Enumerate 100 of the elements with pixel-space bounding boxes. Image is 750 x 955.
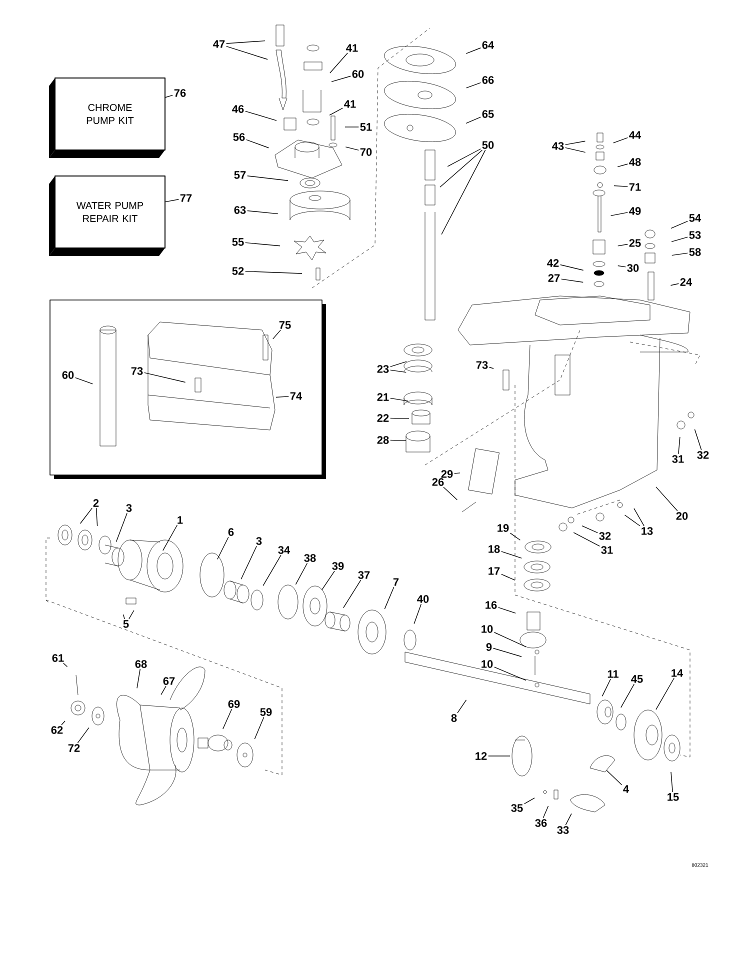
leader-line	[96, 508, 98, 526]
callout-number: 57	[234, 171, 246, 179]
leader-line	[466, 116, 482, 124]
leader-line	[542, 806, 549, 818]
leader-line	[624, 514, 640, 526]
callout-number: 41	[344, 100, 356, 108]
callout-number: 44	[629, 131, 642, 139]
leader-line	[262, 554, 282, 586]
callout-number: 48	[629, 158, 641, 166]
callout-number: 76	[174, 89, 186, 97]
callout-number: 16	[486, 601, 497, 609]
leader-line	[165, 94, 174, 98]
leader-line	[618, 265, 626, 268]
leader-line	[656, 486, 678, 512]
leader-line	[582, 526, 598, 534]
callout-number: 14	[672, 669, 684, 677]
callout-number: 58	[689, 248, 701, 256]
leader-line	[612, 137, 628, 144]
leader-line	[331, 76, 352, 82]
leader-line	[246, 176, 288, 181]
callout-number: 42	[547, 259, 559, 267]
kit-box: CHROME PUMP KIT	[49, 78, 166, 158]
leader-line	[390, 398, 409, 402]
leader-line	[560, 278, 584, 283]
leader-line	[466, 82, 482, 88]
callout-number: 69	[228, 700, 240, 708]
leader-line	[344, 126, 360, 128]
leader-line	[564, 147, 586, 153]
leader-line	[670, 772, 673, 792]
callout-number: 47	[213, 40, 225, 48]
leader-line	[160, 686, 166, 695]
leader-line	[384, 586, 394, 610]
callout-number: 43	[552, 142, 564, 150]
leader-line	[162, 524, 178, 551]
callout-number: 8	[451, 714, 457, 722]
callout-number: 31	[672, 455, 684, 463]
leader-line	[222, 708, 232, 730]
leader-line	[136, 668, 140, 689]
callout-number: 70	[360, 148, 372, 156]
callout-number: 36	[535, 819, 547, 827]
callout-number: 60	[352, 70, 364, 78]
callout-number: 39	[332, 562, 344, 570]
callout-number: 71	[629, 183, 641, 191]
leader-line	[488, 366, 494, 369]
callout-number: 63	[234, 206, 246, 214]
leader-line	[443, 486, 458, 500]
leader-line	[77, 727, 90, 744]
leader-line	[246, 139, 270, 148]
callout-number: 77	[180, 194, 192, 202]
callout-number: 12	[476, 752, 487, 760]
leader-line	[63, 662, 68, 668]
leader-line	[254, 716, 264, 740]
callout-number: 67	[163, 677, 175, 685]
callout-number: 23	[377, 365, 389, 373]
callout-number: 65	[482, 110, 494, 118]
leader-line	[670, 283, 680, 286]
callout-number: 55	[232, 238, 244, 246]
callout-number: 66	[482, 76, 494, 84]
leader-line	[678, 436, 680, 454]
callout-number: 60	[62, 371, 74, 379]
callout-number: 6	[228, 528, 234, 536]
leader-line	[564, 140, 586, 146]
leader-line	[80, 508, 92, 524]
leader-line	[414, 604, 422, 624]
leader-line	[74, 377, 94, 384]
callout-number: 1	[178, 516, 183, 524]
callout-number: 25	[629, 239, 641, 247]
leader-line	[276, 396, 290, 398]
callout-number: 9	[486, 643, 492, 651]
leader-line	[295, 562, 308, 585]
callout-number: 3	[256, 537, 262, 545]
callout-number: 61	[52, 654, 64, 662]
callout-number: 24	[680, 278, 692, 286]
leader-line	[128, 610, 134, 620]
callout-number: 46	[232, 105, 244, 113]
callout-number: 33	[557, 826, 569, 834]
leader-line	[144, 372, 186, 383]
leader-line	[217, 536, 229, 560]
callout-number: 11	[608, 670, 618, 678]
callout-number: 19	[498, 524, 509, 532]
leader-line	[565, 813, 572, 826]
leader-line	[329, 108, 344, 116]
callout-number: 17	[488, 567, 500, 575]
callout-number: 3	[126, 504, 132, 512]
callout-number: 30	[627, 264, 639, 272]
leader-line	[602, 678, 611, 697]
callout-number: 31	[601, 546, 613, 554]
callout-number: 28	[377, 436, 389, 444]
callout-number: 18	[488, 545, 500, 553]
callout-number: 20	[676, 512, 688, 520]
callout-number: 40	[417, 595, 429, 603]
leader-line	[330, 52, 348, 74]
leader-line	[634, 508, 644, 526]
leader-line	[272, 330, 281, 340]
leader-line	[343, 580, 362, 608]
leader-line	[560, 264, 584, 271]
leader-line	[457, 700, 467, 714]
leader-line	[390, 440, 406, 442]
callout-number: 62	[51, 726, 63, 734]
callout-number: 21	[377, 393, 389, 401]
